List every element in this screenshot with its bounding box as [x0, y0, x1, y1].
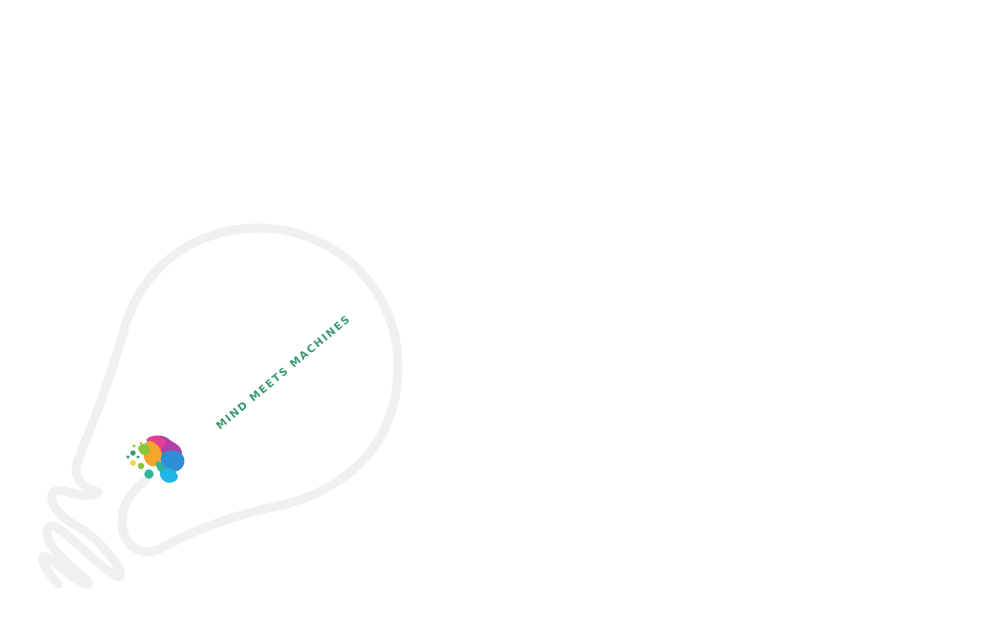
bulb-glass-outline [71, 223, 403, 557]
bulb-base-squiggle [38, 486, 125, 589]
brain-logo-icon [126, 435, 185, 483]
